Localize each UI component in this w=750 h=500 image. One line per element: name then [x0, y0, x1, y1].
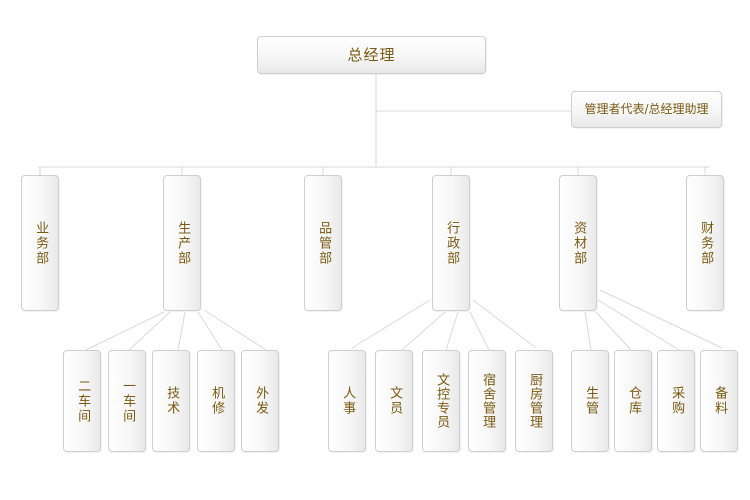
- unit-box-workshop-2: 二车间: [63, 350, 101, 452]
- unit-box-clerk: 文员: [375, 350, 413, 452]
- admin-fan-line: [469, 311, 490, 351]
- unit-box-kitchen: 厨房管理: [515, 350, 553, 452]
- materials-fan-line: [584, 311, 592, 351]
- materials-fan-line: [599, 289, 723, 349]
- assistant-manager-box: 管理者代表/总经理助理: [571, 91, 722, 128]
- dept-box-finance: 财务部: [686, 175, 724, 311]
- unit-box-purchasing: 采购: [657, 350, 695, 452]
- dept-box-sales: 业务部: [21, 175, 59, 311]
- unit-box-technology: 技术: [152, 350, 190, 452]
- production-fan-line: [203, 309, 267, 351]
- unit-box-material-prep: 备料: [700, 350, 738, 452]
- admin-fan-line: [445, 311, 459, 351]
- dept-box-production: 生产部: [163, 175, 201, 311]
- unit-box-outsourcing: 外发: [241, 350, 279, 452]
- admin-fan-line: [351, 299, 431, 349]
- admin-fan-line: [472, 299, 537, 349]
- unit-box-maintenance: 机修: [197, 350, 235, 452]
- unit-box-workshop-1: 一车间: [108, 350, 146, 452]
- unit-box-production-control: 生管: [571, 350, 609, 452]
- unit-box-personnel: 人事: [328, 350, 366, 452]
- dept-box-materials: 资材部: [559, 175, 597, 311]
- dept-box-admin: 行政部: [432, 175, 470, 311]
- dept-box-quality: 品管部: [304, 175, 342, 311]
- admin-fan-line: [401, 311, 446, 351]
- production-fan-line: [197, 311, 223, 351]
- production-fan-line: [128, 311, 171, 351]
- unit-box-dormitory: 宿舍管理: [468, 350, 506, 452]
- production-fan-line: [85, 311, 165, 351]
- general-manager-box: 总经理: [257, 36, 486, 74]
- materials-fan-line: [595, 311, 632, 351]
- unit-box-document-control: 文控专员: [422, 350, 460, 452]
- unit-box-warehouse: 仓库: [614, 350, 652, 452]
- materials-fan-line: [597, 299, 680, 351]
- production-fan-line: [177, 311, 186, 351]
